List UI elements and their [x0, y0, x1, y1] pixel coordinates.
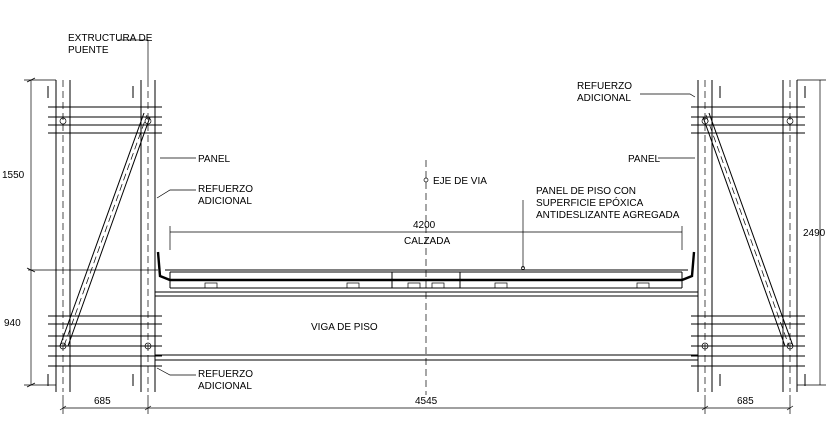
- label-viga-piso: VIGA DE PISO: [311, 322, 378, 333]
- annotation-text: EXTRUCTURA DE PUENTE REFUERZO ADICIONAL …: [2, 33, 826, 407]
- left-truss: [47, 80, 162, 392]
- label-extructura-line1: EXTRUCTURA DE: [68, 33, 153, 44]
- leader-lines: [118, 39, 696, 376]
- dim-4545: 4545: [415, 396, 438, 407]
- label-refuerzo-bottom-left-line1: REFUERZO: [198, 369, 253, 380]
- label-refuerzo-bottom-left-line2: ADICIONAL: [198, 381, 252, 392]
- label-eje-via: EJE DE VIA: [433, 176, 487, 187]
- dimension-lines: [24, 77, 826, 414]
- right-truss: [691, 80, 806, 392]
- label-panel-left: PANEL: [198, 154, 230, 165]
- label-extructura-line2: PUENTE: [68, 45, 109, 56]
- label-panel-piso-line2: SUPERFICIE EPÓXICA: [536, 196, 644, 209]
- label-calzada: CALZADA: [404, 236, 450, 247]
- label-panel-piso-line3: ANTIDESLIZANTE AGREGADA: [536, 210, 680, 221]
- label-refuerzo-top-right-line2: ADICIONAL: [577, 93, 631, 104]
- label-refuerzo-top-right-line1: REFUERZO: [577, 81, 632, 92]
- dim-2490: 2490: [803, 228, 826, 239]
- deck-assembly: [28, 251, 698, 361]
- centerline-marker: [423, 177, 429, 183]
- dim-685-right: 685: [737, 396, 754, 407]
- dim-685-left: 685: [94, 396, 111, 407]
- label-refuerzo-mid-left-line1: REFUERZO: [198, 184, 253, 195]
- dim-1550: 1550: [2, 170, 25, 181]
- label-panel-right: PANEL: [628, 154, 660, 165]
- label-refuerzo-mid-left-line2: ADICIONAL: [198, 196, 252, 207]
- dim-4200: 4200: [413, 220, 436, 231]
- dim-940: 940: [4, 318, 21, 329]
- label-panel-piso-line1: PANEL DE PISO CON: [536, 186, 636, 197]
